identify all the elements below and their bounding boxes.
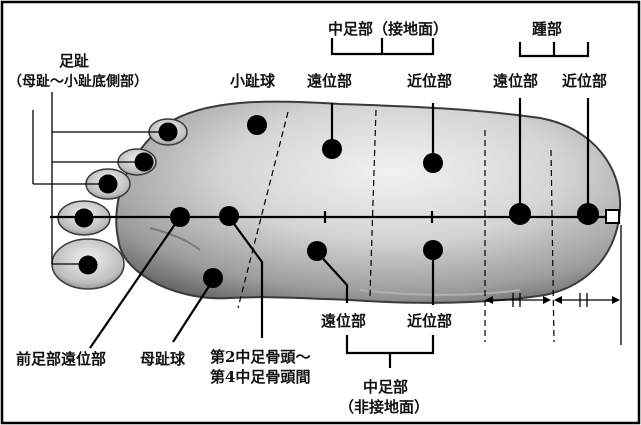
marker-forefoot-distal [170, 207, 190, 227]
label-midfoot-ground-title: 中足部（接地面） [328, 20, 448, 38]
label-forefoot-distal: 前足部遠位部 [16, 350, 106, 368]
marker-little-toe [159, 123, 178, 142]
label-midfoot-ground-proximal: 近位部 [407, 72, 452, 90]
marker-big-toe [79, 256, 98, 275]
label-midfoot-nonground-title-1: 中足部 [363, 378, 408, 396]
label-toe: 足趾 [59, 52, 89, 70]
label-midfoot-nonground-proximal: 近位部 [407, 312, 452, 330]
label-heel-proximal: 近位部 [562, 72, 607, 90]
marker-heel-distal [509, 203, 531, 225]
marker-midfoot-nonground-distal [307, 241, 327, 261]
label-heel-distal: 遠位部 [493, 72, 538, 90]
label-big-toe-ball: 母趾球 [140, 350, 186, 368]
heel-endpoint-marker [606, 210, 619, 223]
label-toe-detail: （母趾～小趾底側部） [8, 73, 148, 90]
marker-metatarsal-heads [219, 206, 239, 226]
marker-midfoot-ground-proximal [423, 153, 443, 173]
marker-midfoot-ground-distal [322, 139, 342, 159]
marker-second-toe [75, 209, 94, 228]
label-midfoot-ground-distal: 遠位部 [307, 72, 352, 90]
label-little-toe-ball: 小趾球 [230, 72, 276, 90]
marker-big-toe-ball [203, 268, 223, 288]
label-metatarsal-heads-1: 第2中足骨頭～ [210, 348, 310, 366]
label-midfoot-nonground-title-2: （非接地面） [339, 398, 429, 416]
marker-midfoot-nonground-proximal [423, 240, 443, 260]
midfoot-nonground-bracket [347, 335, 433, 353]
marker-little-toe-ball [247, 115, 267, 135]
marker-heel-proximal [577, 203, 599, 225]
marker-fourth-toe [135, 153, 154, 172]
label-midfoot-nonground-distal: 遠位部 [321, 312, 366, 330]
marker-third-toe [99, 175, 118, 194]
label-heel-title: 踵部 [532, 20, 562, 38]
label-metatarsal-heads-2: 第4中足骨頭間 [210, 368, 310, 386]
